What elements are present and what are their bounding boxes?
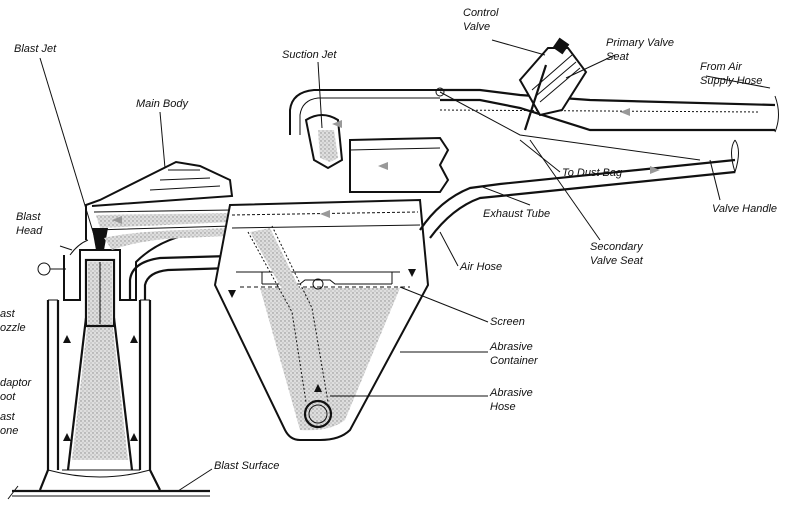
flow-arrows xyxy=(63,108,660,441)
arrow-suction xyxy=(332,120,342,128)
exhaust-chamber xyxy=(349,136,450,193)
label-control-valve-2: Valve xyxy=(463,21,490,33)
label-from-air-1: From Air xyxy=(700,61,743,73)
suction-jet xyxy=(289,89,440,170)
arrow-screen-down xyxy=(408,269,416,277)
leader-lines xyxy=(39,39,771,492)
arrow-cone-up-right2 xyxy=(130,433,138,441)
label-blast-head-1: Blast xyxy=(16,211,41,223)
label-abrasive-hose-1: Abrasive xyxy=(489,387,533,399)
label-to-dust-bag: To Dust Bag xyxy=(562,167,623,179)
label-secondary-2: Valve Seat xyxy=(590,255,644,267)
label-blast-cone-1: ast xyxy=(0,411,16,423)
blast-jet xyxy=(92,228,230,250)
label-suction-jet: Suction Jet xyxy=(282,49,337,61)
label-secondary-1: Secondary xyxy=(590,241,644,253)
main-body xyxy=(85,160,234,240)
label-from-air-2: Supply Hose xyxy=(700,75,762,87)
arrow-exhaust xyxy=(378,162,388,170)
label-screen: Screen xyxy=(490,316,525,328)
label-primary-valve-seat-1: Primary Valve xyxy=(606,37,674,49)
label-blast-nozzle-2: ozzle xyxy=(0,322,26,334)
label-blast-nozzle-1: ast xyxy=(0,308,16,320)
label-abrasive-container-2: Container xyxy=(490,355,539,367)
labels: Blast Jet Main Body Suction Jet Control … xyxy=(0,7,777,472)
valve-handle xyxy=(435,87,701,161)
exhaust-tube xyxy=(419,139,739,239)
air-supply-tube xyxy=(439,88,779,133)
label-control-valve-1: Control xyxy=(463,7,499,19)
label-air-hose: Air Hose xyxy=(459,261,502,273)
arrow-cone-up-right xyxy=(130,335,138,343)
label-blast-head-2: Head xyxy=(16,225,43,237)
blast-surface-line xyxy=(7,485,210,500)
arrow-hose-up xyxy=(314,384,322,392)
label-valve-handle: Valve Handle xyxy=(712,203,777,215)
blast-cone xyxy=(62,317,140,471)
label-blast-jet: Blast Jet xyxy=(14,43,57,55)
arrow-body xyxy=(112,216,122,224)
label-exhaust-tube: Exhaust Tube xyxy=(483,208,550,220)
abrasive-hose xyxy=(247,225,333,429)
screen xyxy=(236,271,410,290)
arrow-left-down xyxy=(228,290,236,298)
abrasive-container xyxy=(213,198,430,441)
control-valve xyxy=(518,37,588,131)
body-pipe xyxy=(128,254,233,300)
label-primary-valve-seat-2: Seat xyxy=(606,51,630,63)
label-abrasive-container-1: Abrasive xyxy=(489,341,533,353)
label-main-body: Main Body xyxy=(136,98,189,110)
label-abrasive-hose-2: Hose xyxy=(490,401,516,413)
label-adaptor-boot-1: daptor xyxy=(0,377,33,389)
adaptor-boot xyxy=(38,299,161,491)
arrow-cone-up-left xyxy=(63,335,71,343)
arrow-supply xyxy=(620,108,630,116)
label-adaptor-boot-2: oot xyxy=(0,391,16,403)
label-blast-cone-2: one xyxy=(0,425,18,437)
arrow-cone-up-left2 xyxy=(63,433,71,441)
blast-nozzle xyxy=(84,258,116,328)
arrow-dust xyxy=(650,166,660,174)
label-blast-surface: Blast Surface xyxy=(214,460,279,472)
arrow-container xyxy=(320,210,330,218)
